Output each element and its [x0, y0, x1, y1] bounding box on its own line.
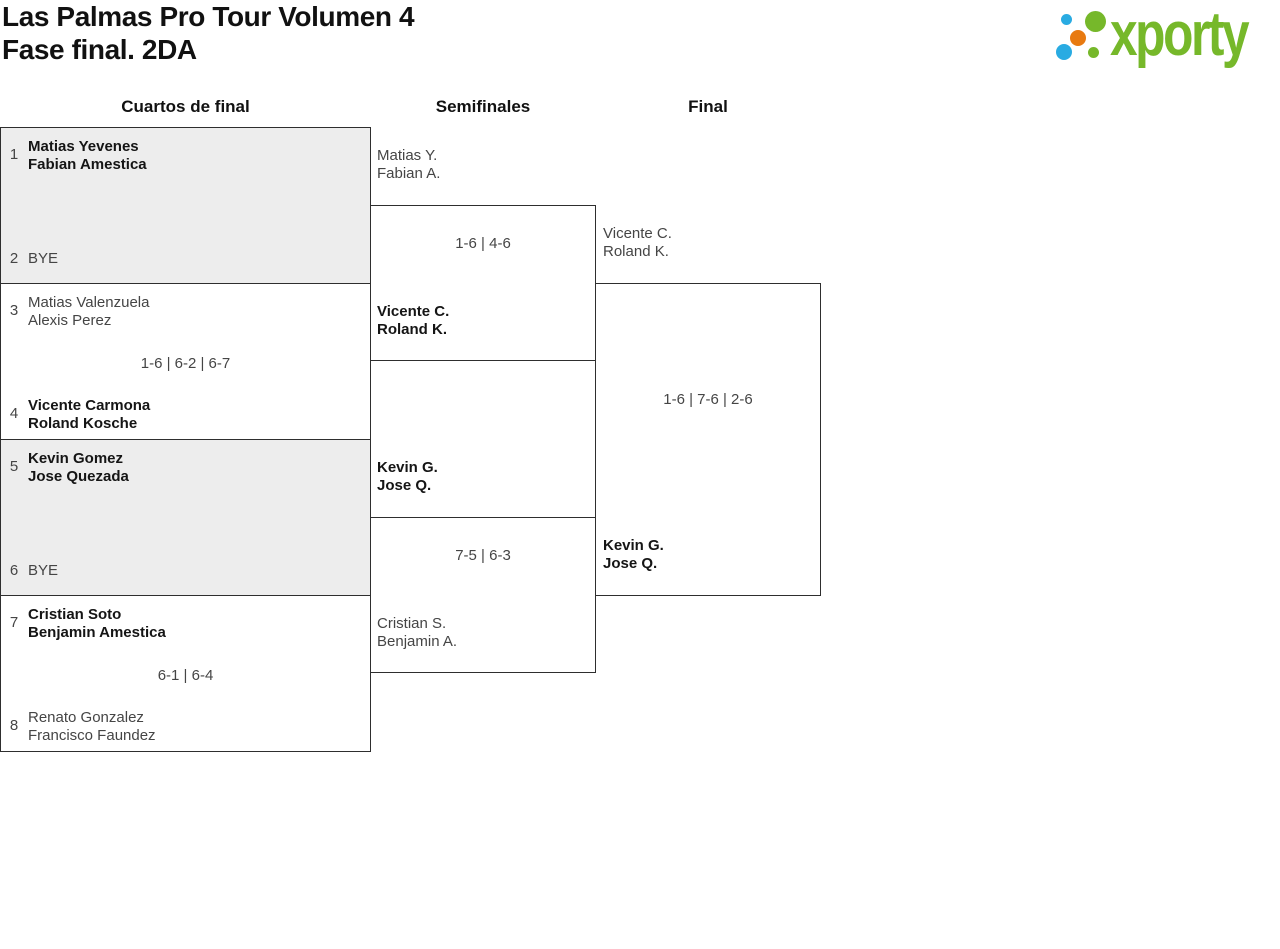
page-title: Las Palmas Pro Tour Volumen 4: [2, 1, 415, 32]
team-names: BYE: [28, 250, 58, 268]
team-name-line: Matias Y.: [377, 147, 438, 164]
team-name-line: Kevin G.: [603, 537, 664, 554]
final-top-team: Vicente C. Roland K.: [603, 225, 672, 261]
sf1-bottom-team: Vicente C. Roland K.: [377, 303, 449, 339]
seed-number: 8: [9, 717, 19, 734]
match-box-qf-3: 5 Kevin Gomez Jose Quezada 6 BYE: [0, 439, 371, 596]
seed-number: 4: [9, 405, 19, 422]
seed-number: 7: [9, 614, 19, 631]
team-name-line: Kevin Gomez: [28, 450, 124, 467]
team-name-line: Fabian Amestica: [28, 156, 147, 173]
team-name-line: Jose Q.: [377, 477, 432, 494]
match-box-qf-2: 3 Matias Valenzuela Alexis Perez 1-6 | 6…: [0, 283, 371, 440]
team-name-line: Renato Gonzalez: [28, 709, 144, 726]
team-name-line: Jose Q.: [603, 555, 658, 572]
xporty-logo[interactable]: xporty: [1050, 2, 1278, 76]
page-header: Las Palmas Pro Tour Volumen 4 Fase final…: [2, 0, 415, 66]
sf1-top-team: Matias Y. Fabian A.: [377, 147, 440, 183]
match-score: 1-6 | 6-2 | 6-7: [140, 355, 231, 372]
sf2-bottom-team: Cristian S. Benjamin A.: [377, 615, 457, 651]
match-score: 6-1 | 6-4: [157, 667, 214, 684]
team-name-line: Vicente C.: [603, 225, 672, 242]
logo-dot-icon: [1056, 44, 1072, 60]
team-name-line: Matias Valenzuela: [28, 294, 150, 311]
sf2-score: 7-5 | 6-3: [455, 547, 511, 564]
match-box-qf-4: 7 Cristian Soto Benjamin Amestica 6-1 | …: [0, 595, 371, 752]
seed-number: 5: [9, 458, 19, 475]
team-name-line: Roland K.: [377, 321, 447, 338]
logo-wordmark: xporty: [1110, 0, 1250, 69]
team-names: Matias Valenzuela Alexis Perez: [28, 294, 149, 330]
page-subtitle: Fase final. 2DA: [2, 34, 197, 65]
seed-number: 6: [9, 562, 19, 579]
seed-number: 3: [9, 302, 19, 319]
team-name-line: Vicente Carmona: [28, 397, 151, 414]
round-header-final: Final: [688, 97, 728, 116]
final-score: 1-6 | 7-6 | 2-6: [663, 391, 753, 408]
round-header-semifinals: Semifinales: [435, 97, 531, 116]
team-names: BYE: [28, 562, 58, 580]
team-name-line: Fabian A.: [377, 165, 441, 182]
logo-dot-icon: [1085, 11, 1106, 32]
final-bottom-team: Kevin G. Jose Q.: [603, 537, 664, 573]
team-name-line: Cristian Soto: [28, 606, 122, 623]
team-name-line: BYE: [28, 562, 59, 579]
team-names: Vicente Carmona Roland Kosche: [28, 397, 150, 433]
sf2-top-team: Kevin G. Jose Q.: [377, 459, 438, 495]
team-name-line: Kevin G.: [377, 459, 438, 476]
logo-dot-icon: [1070, 30, 1086, 46]
team-name-line: Roland K.: [603, 243, 669, 260]
team-name-line: Vicente C.: [377, 303, 450, 320]
team-name-line: Francisco Faundez: [28, 727, 156, 744]
team-names: Renato Gonzalez Francisco Faundez: [28, 709, 156, 745]
team-names: Matias Yevenes Fabian Amestica: [28, 138, 147, 174]
team-names: Kevin Gomez Jose Quezada: [28, 450, 129, 486]
team-name-line: Benjamin Amestica: [28, 624, 166, 641]
seed-number: 2: [9, 250, 19, 267]
team-name-line: BYE: [28, 250, 59, 267]
seed-number: 1: [9, 146, 19, 163]
team-name-line: Alexis Perez: [28, 312, 112, 329]
sf1-score: 1-6 | 4-6: [455, 235, 511, 252]
team-name-line: Benjamin A.: [377, 633, 458, 650]
team-name-line: Cristian S.: [377, 615, 447, 632]
team-name-line: Jose Quezada: [28, 468, 129, 485]
match-box-qf-1: 1 Matias Yevenes Fabian Amestica 2 BYE: [0, 127, 371, 284]
team-name-line: Roland Kosche: [28, 415, 138, 432]
team-names: Cristian Soto Benjamin Amestica: [28, 606, 166, 642]
logo-dot-icon: [1061, 14, 1072, 25]
round-header-quarterfinals: Cuartos de final: [121, 97, 250, 116]
logo-dot-icon: [1088, 47, 1099, 58]
team-name-line: Matias Yevenes: [28, 138, 139, 155]
match-box-final: [595, 283, 821, 596]
